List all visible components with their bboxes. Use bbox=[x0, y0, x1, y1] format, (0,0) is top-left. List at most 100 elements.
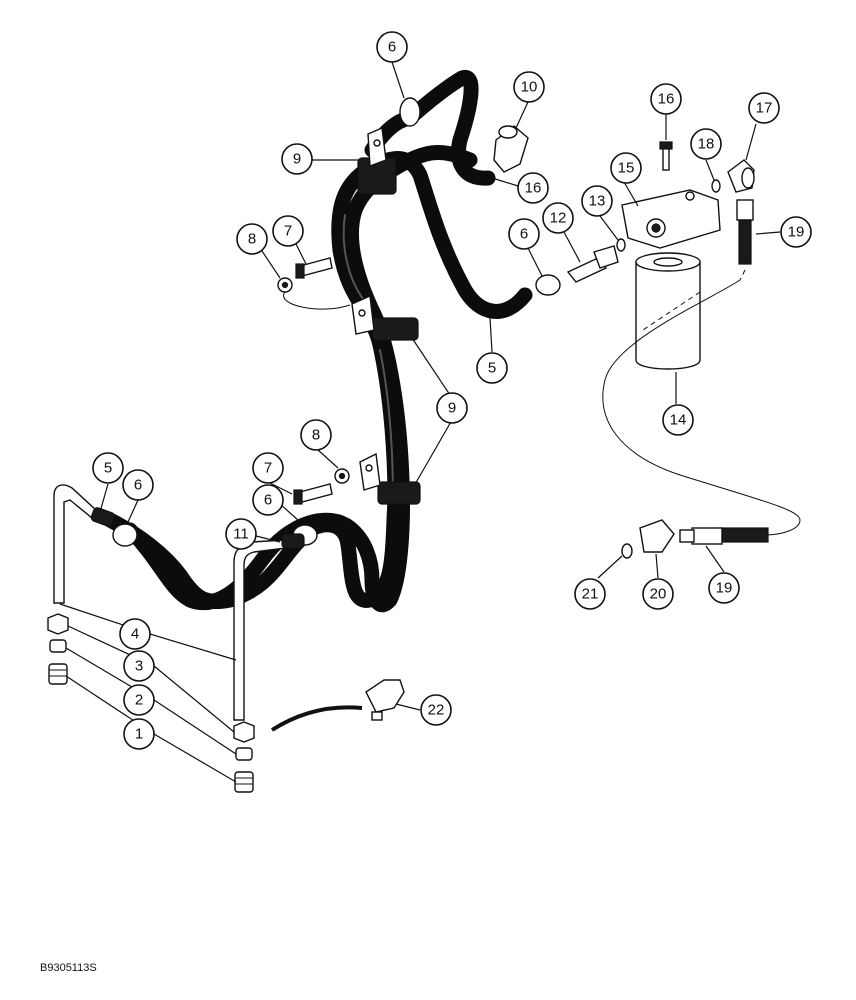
callout-16-right: 16 bbox=[650, 83, 682, 115]
elbow-fitting-20 bbox=[639, 519, 675, 553]
sleeve-2-right bbox=[235, 747, 253, 761]
clamp-upper-tab bbox=[367, 126, 387, 167]
fitting-22-group bbox=[270, 679, 405, 732]
drawing-id: B9305113S bbox=[40, 962, 97, 974]
nut-3-left bbox=[47, 613, 69, 635]
svg-text:11: 11 bbox=[233, 526, 249, 543]
svg-text:9: 9 bbox=[293, 151, 301, 168]
callout-3: 3 bbox=[123, 650, 155, 682]
callout-1: 1 bbox=[123, 718, 155, 750]
callout-6-top: 6 bbox=[376, 31, 408, 63]
band-clamps bbox=[112, 97, 561, 547]
svg-text:16: 16 bbox=[525, 180, 542, 197]
lower-hose bbox=[102, 512, 308, 610]
plug-1-right bbox=[234, 771, 254, 793]
svg-text:9: 9 bbox=[448, 400, 456, 417]
svg-text:10: 10 bbox=[521, 79, 538, 96]
callout-20: 20 bbox=[642, 578, 674, 610]
hose-fitting-19-upper bbox=[736, 199, 754, 221]
callout-8-upper: 8 bbox=[236, 223, 268, 255]
lower-fittings bbox=[621, 519, 769, 559]
callout-9-upper: 9 bbox=[281, 143, 313, 175]
bolt-7-lower bbox=[299, 483, 333, 503]
o-ring-21 bbox=[621, 543, 633, 559]
hose-19-lower bbox=[719, 527, 769, 543]
svg-text:15: 15 bbox=[618, 160, 635, 177]
tube-4-left bbox=[53, 484, 97, 604]
callout-19-upper: 19 bbox=[780, 216, 812, 248]
svg-text:8: 8 bbox=[312, 427, 320, 444]
callout-13: 13 bbox=[581, 185, 613, 217]
svg-text:19: 19 bbox=[788, 224, 805, 241]
callout-6-left: 6 bbox=[122, 469, 154, 501]
hose-routing-line bbox=[602, 279, 801, 536]
sleeve-2-left bbox=[49, 639, 67, 653]
svg-text:5: 5 bbox=[104, 460, 112, 477]
callout-4: 4 bbox=[119, 618, 151, 650]
o-ring-18 bbox=[711, 179, 721, 193]
clamp-middle bbox=[371, 317, 419, 341]
callout-15: 15 bbox=[610, 152, 642, 184]
svg-text:12: 12 bbox=[550, 210, 567, 227]
svg-text:6: 6 bbox=[520, 226, 528, 243]
callout-6-right: 6 bbox=[508, 218, 540, 250]
filter-fittings bbox=[493, 125, 755, 370]
band-clamp-left bbox=[112, 523, 138, 547]
svg-text:19: 19 bbox=[716, 580, 733, 597]
callout-5-left: 5 bbox=[92, 452, 124, 484]
callout-14: 14 bbox=[662, 404, 694, 436]
callout-22: 22 bbox=[420, 694, 452, 726]
clamp-lower-tab bbox=[359, 452, 381, 491]
svg-text:1: 1 bbox=[135, 726, 143, 743]
svg-text:17: 17 bbox=[756, 100, 773, 117]
callout-5-right: 5 bbox=[476, 352, 508, 384]
svg-text:4: 4 bbox=[131, 626, 139, 643]
svg-text:3: 3 bbox=[135, 658, 143, 675]
svg-text:2: 2 bbox=[135, 692, 143, 709]
clamp-lower bbox=[377, 481, 421, 505]
callout-6-mid: 6 bbox=[252, 484, 284, 516]
svg-text:16: 16 bbox=[658, 91, 675, 108]
svg-text:21: 21 bbox=[582, 586, 599, 603]
callout-11: 11 bbox=[225, 518, 257, 550]
callout-16-left: 16 bbox=[517, 172, 549, 204]
bolts-washers bbox=[277, 257, 351, 505]
callout-8-lower: 8 bbox=[300, 419, 332, 451]
hose-clamps bbox=[351, 126, 421, 505]
hose-assembly bbox=[102, 69, 533, 613]
svg-text:7: 7 bbox=[264, 460, 272, 477]
callout-10: 10 bbox=[513, 71, 545, 103]
svg-text:20: 20 bbox=[650, 586, 667, 603]
svg-text:6: 6 bbox=[134, 477, 142, 494]
callout-7-lower: 7 bbox=[252, 452, 284, 484]
callout-19-lower: 19 bbox=[708, 572, 740, 604]
callout-21: 21 bbox=[574, 578, 606, 610]
band-clamp-right bbox=[535, 274, 561, 296]
svg-text:13: 13 bbox=[589, 193, 606, 210]
svg-text:6: 6 bbox=[388, 39, 396, 56]
svg-text:6: 6 bbox=[264, 492, 272, 509]
svg-text:7: 7 bbox=[284, 223, 292, 240]
elbow-fitting-22 bbox=[365, 679, 405, 713]
bolt-16 bbox=[662, 147, 670, 171]
callout-12: 12 bbox=[542, 202, 574, 234]
barbed-fitting-12 bbox=[566, 257, 608, 283]
svg-text:18: 18 bbox=[698, 136, 715, 153]
svg-text:22: 22 bbox=[428, 702, 445, 719]
callouts: 1 2 3 4 5 5 6 6 6 6 7 7 8 8 9 9 10 11 12… bbox=[92, 31, 812, 750]
callout-9-lower: 9 bbox=[436, 392, 468, 424]
callout-2: 2 bbox=[123, 684, 155, 716]
svg-text:14: 14 bbox=[670, 412, 687, 429]
callout-17: 17 bbox=[748, 92, 780, 124]
filter-head-15 bbox=[621, 189, 721, 249]
svg-text:8: 8 bbox=[248, 231, 256, 248]
callout-7-upper: 7 bbox=[272, 215, 304, 247]
o-ring-13 bbox=[616, 238, 626, 252]
plug-1-left bbox=[48, 663, 68, 685]
nut-3-right bbox=[233, 721, 255, 743]
callout-18: 18 bbox=[690, 128, 722, 160]
filter-element-14 bbox=[635, 262, 701, 370]
left-tubes bbox=[47, 484, 305, 793]
svg-text:5: 5 bbox=[488, 360, 496, 377]
